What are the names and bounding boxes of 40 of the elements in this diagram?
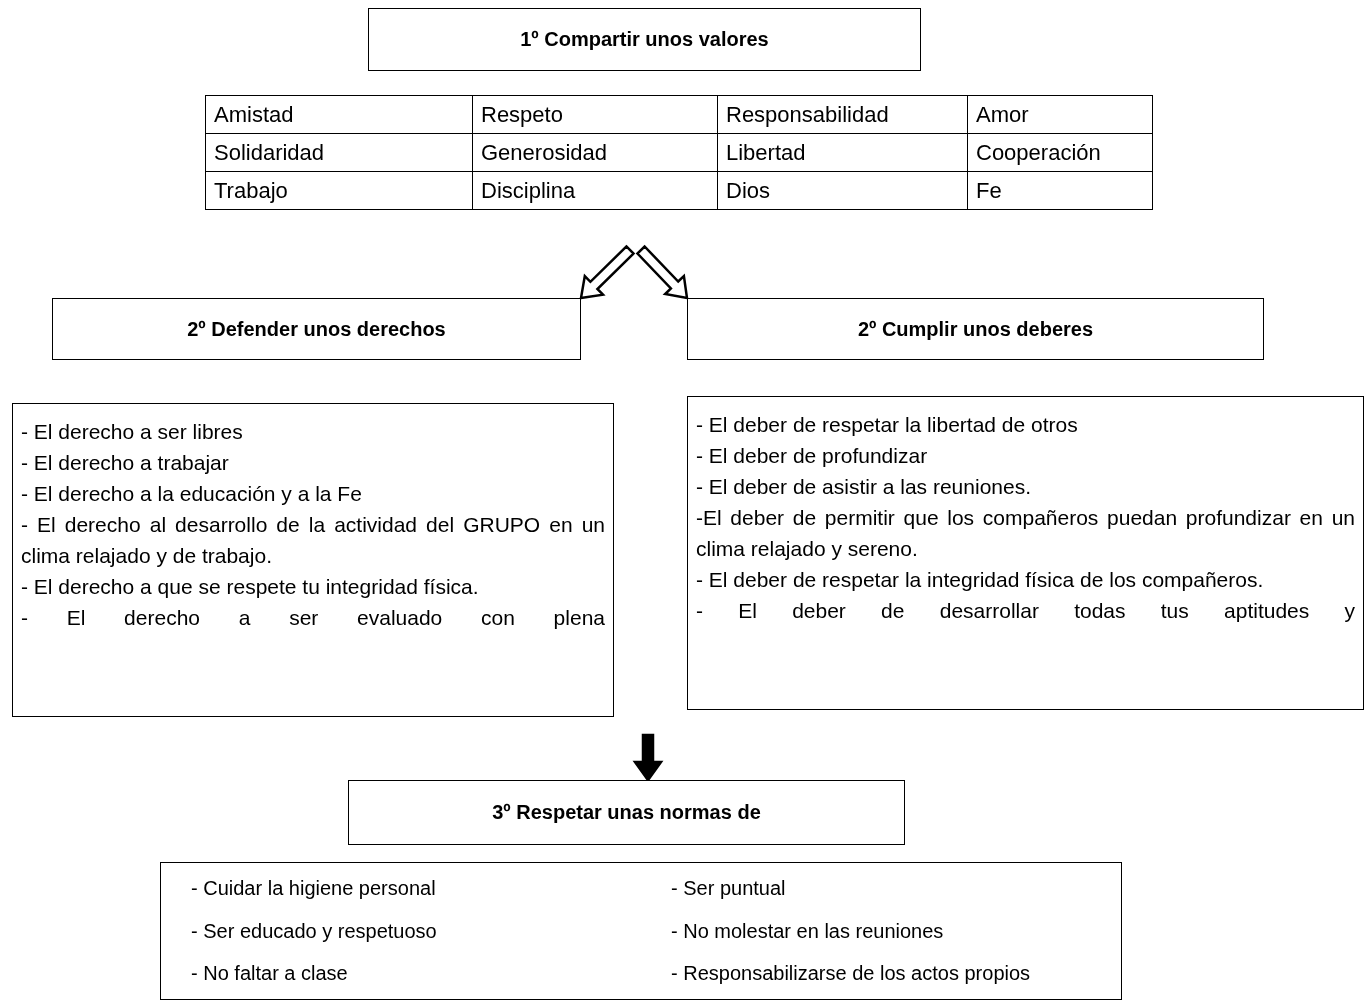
list-item: - El derecho a ser evaluado con plena (21, 605, 605, 631)
table-cell: Disciplina (472, 171, 718, 210)
list-item: - Responsabilizarse de los actos propios (671, 961, 1032, 987)
list-item: - Cuidar la higiene personal (191, 876, 437, 901)
table-cell: Amor (967, 95, 1153, 134)
list-item: - El deber de asistir a las reuniones. (696, 474, 1032, 500)
arrow (579, 244, 636, 300)
table-cell: Amistad (205, 95, 473, 134)
table-cell: Cooperación (967, 133, 1153, 172)
list-item: - El derecho a la educación y a la Fe (21, 481, 363, 507)
list-item: - El deber de desarrollar todas tus aptitudes y (696, 598, 1355, 624)
list-item: - El derecho a ser libres (21, 419, 244, 445)
heading-box: 1º Compartir unos valores (368, 8, 921, 71)
arrow (632, 733, 664, 783)
list-box (12, 403, 614, 717)
heading-box: 2º Defender unos derechos (52, 298, 581, 360)
list-item: - El derecho al desarrollo de la actividad del GRUPO en un clima relajado y de trabajo. (21, 512, 605, 569)
list-item: - El deber de respetar la integridad física de los compañeros. (696, 567, 1265, 593)
list-box (687, 396, 1364, 710)
list-box (160, 862, 1122, 1000)
table-cell: Trabajo (205, 171, 473, 210)
list-item: - No faltar a clase (191, 961, 349, 987)
table-cell: Fe (967, 171, 1153, 210)
table-cell: Dios (717, 171, 968, 210)
table-cell: Solidaridad (205, 133, 473, 172)
table-cell: Responsabilidad (717, 95, 968, 134)
list-item: - El derecho a trabajar (21, 450, 230, 476)
heading-box: 2º Cumplir unos deberes (687, 298, 1264, 360)
list-item: - No molestar en las reuniones (671, 918, 945, 944)
arrow (635, 244, 689, 300)
list-item: - El derecho a que se respete tu integridad física. (21, 574, 480, 600)
list-item: - Ser educado y respetuoso (191, 918, 438, 944)
list-item: - Ser puntual (671, 876, 787, 901)
list-item: -El deber de permitir que los compañeros puedan profundizar en un clima relajado y sereno. (696, 505, 1355, 562)
table-cell: Generosidad (472, 133, 718, 172)
table-cell: Respeto (472, 95, 718, 134)
list-item: - El deber de respetar la libertad de otros (696, 412, 1079, 438)
table-cell: Libertad (717, 133, 968, 172)
list-item: - El deber de profundizar (696, 443, 929, 469)
heading-box: 3º Respetar unas normas de (348, 780, 905, 845)
